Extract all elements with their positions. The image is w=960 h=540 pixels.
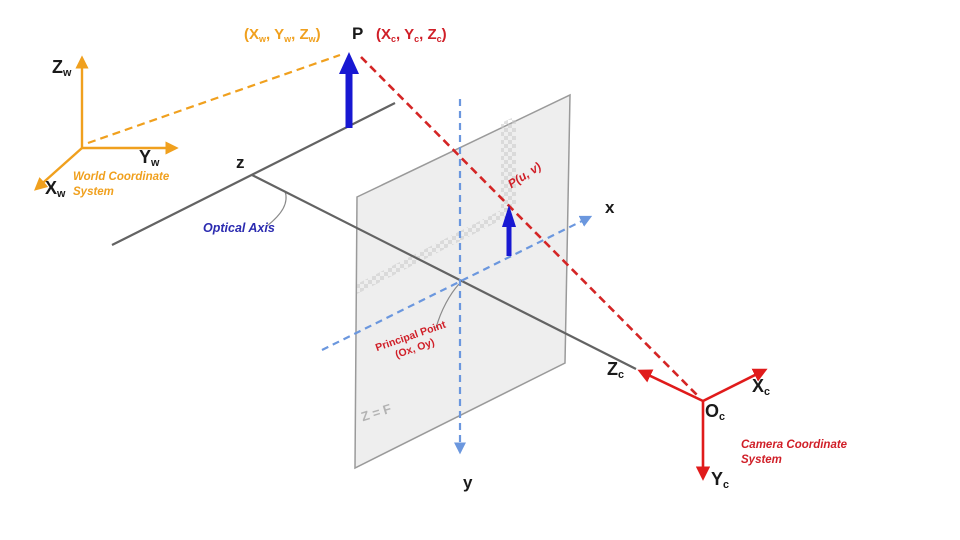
p-to-camera-dashed-ray: [360, 56, 700, 398]
point-p-arrow: [339, 52, 359, 128]
image-y-axis-label: y: [463, 473, 473, 492]
camera-z-axis-label: Zc: [607, 359, 625, 382]
camera-axes: [637, 368, 768, 481]
world-to-p-dashed-ray: [87, 53, 341, 145]
p-world-coordinates-label: (Xw, Yw, Zw): [244, 26, 321, 44]
world-x-axis-label: Xw: [45, 178, 66, 201]
u-coordinate-ruler-band: [357, 206, 509, 294]
camera-x-axis: [702, 368, 768, 403]
camera-system-caption: Camera Coordinate System: [741, 438, 847, 468]
p-camera-coordinates-label: (Xc, Yc, Zc): [376, 26, 447, 44]
image-x-axis-dashed: [321, 215, 593, 351]
world-y-axis-label: Yw: [139, 147, 160, 170]
camera-system-caption-line2: System: [741, 453, 782, 466]
optical-axis-label: Optical Axis: [203, 221, 275, 235]
projected-point-arrow: [502, 205, 516, 256]
optical-axis-z-label: z: [236, 153, 245, 172]
world-system-caption-line1: World Coordinate: [73, 171, 170, 183]
optical-axis-line: [251, 174, 637, 370]
v-coordinate-ruler-band: [501, 116, 516, 211]
camera-origin-label: Oc: [705, 401, 726, 424]
world-system-caption-line2: System: [73, 185, 114, 198]
world-x-axis: [34, 147, 83, 191]
camera-system-caption-line1: Camera Coordinate: [741, 439, 848, 451]
point-p-label: P: [352, 24, 364, 43]
camera-z-axis: [637, 369, 704, 403]
world-system-caption: World Coordinate System: [73, 170, 169, 200]
image-x-axis-label: x: [605, 198, 615, 217]
world-z-axis-label: Zw: [52, 57, 72, 80]
camera-x-axis-label: Xc: [752, 376, 771, 399]
world-axes: [34, 55, 179, 191]
principal-point-leader-line: [435, 283, 460, 329]
optical-axis-leader-line: [266, 190, 287, 227]
camera-y-axis-label: Yc: [711, 469, 730, 492]
